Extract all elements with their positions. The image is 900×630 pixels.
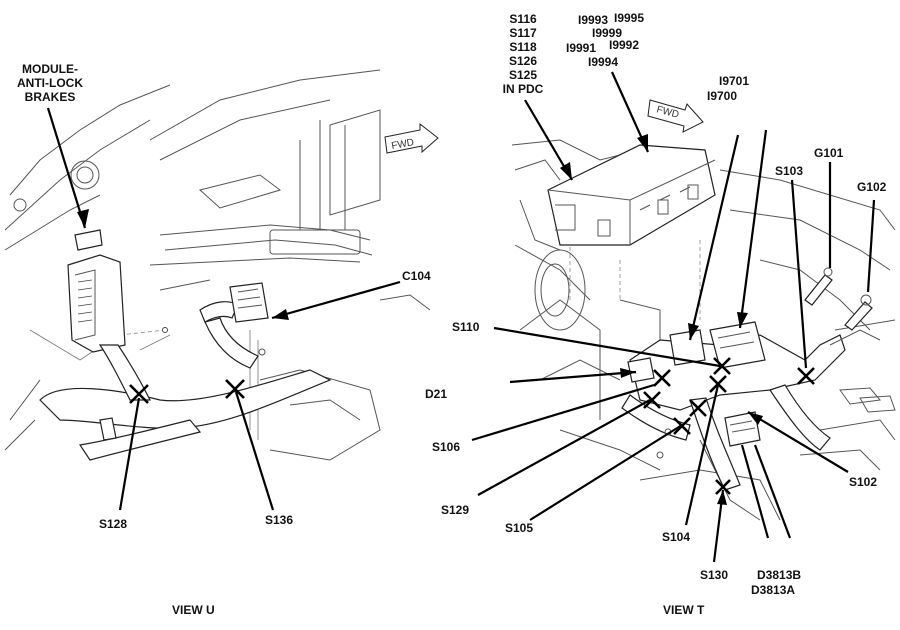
fwd-label-u: FWD bbox=[391, 137, 415, 152]
splice-marker-s103 bbox=[797, 367, 815, 385]
splice-marker-s128 bbox=[129, 384, 149, 404]
label-s126: S126 bbox=[508, 54, 538, 68]
label-s105: S105 bbox=[505, 521, 534, 535]
label-s128: S128 bbox=[99, 517, 128, 531]
splice-marker-s110 bbox=[713, 357, 731, 375]
label-i9995: I9995 bbox=[614, 11, 645, 25]
label-i9999: I9999 bbox=[592, 26, 623, 40]
label-s125: S125 bbox=[508, 68, 538, 82]
label-i9994: I9994 bbox=[588, 55, 619, 69]
label-s136: S136 bbox=[265, 513, 294, 527]
abs-module bbox=[67, 229, 126, 353]
label-i9700: I9700 bbox=[707, 89, 738, 103]
label-s117: S117 bbox=[509, 26, 537, 40]
label-s103: S103 bbox=[775, 164, 804, 178]
label-g102: G102 bbox=[857, 180, 887, 194]
label-s106: S106 bbox=[432, 440, 461, 454]
label-i9701: I9701 bbox=[719, 74, 750, 88]
splice-marker-s129 bbox=[689, 399, 707, 417]
splice-marker-s130 bbox=[715, 479, 731, 495]
label-s110: S110 bbox=[452, 320, 480, 334]
label-d3813b: D3813B bbox=[757, 568, 802, 582]
power-distribution-center bbox=[547, 144, 716, 246]
fwd-arrow-icon-u: FWD bbox=[384, 122, 439, 154]
view-t-leaders bbox=[471, 71, 876, 563]
label-d21: D21 bbox=[425, 387, 448, 401]
label-pdc-splices: S116 S117 S118 S126 S125 IN PDC bbox=[498, 12, 548, 96]
label-module-line-1: MODULE- bbox=[22, 62, 78, 76]
view-u-harness bbox=[39, 282, 332, 461]
label-s116: S116 bbox=[509, 12, 537, 26]
splice-marker-s104 bbox=[709, 375, 727, 393]
label-module-line-2: ANTI-LOCK bbox=[17, 76, 83, 90]
fwd-arrow-icon-t: FWD bbox=[647, 99, 704, 133]
label-s130: S130 bbox=[700, 568, 729, 582]
label-d3813a: D3813A bbox=[751, 583, 796, 597]
label-s104: S104 bbox=[662, 530, 691, 544]
view-u-body-outline bbox=[4, 69, 431, 461]
label-i9991: I9991 bbox=[566, 41, 597, 55]
splice-markers-view-t bbox=[643, 357, 815, 495]
splice-marker-s106 bbox=[643, 391, 661, 409]
label-module-line-3: BRAKES bbox=[24, 90, 76, 104]
label-s118: S118 bbox=[509, 40, 537, 54]
label-c104: C104 bbox=[402, 269, 431, 283]
label-module-anti-lock-brakes: MODULE- ANTI-LOCK BRAKES bbox=[12, 62, 88, 104]
splice-marker-s136 bbox=[225, 379, 245, 399]
label-i9993: I9993 bbox=[578, 13, 609, 27]
label-s102: S102 bbox=[849, 475, 878, 489]
view-u-leaders bbox=[46, 107, 401, 511]
label-in-pdc: IN PDC bbox=[502, 82, 544, 96]
splice-marker-d21 bbox=[653, 369, 671, 387]
label-i9992: I9992 bbox=[609, 38, 640, 52]
view-u-title: VIEW U bbox=[172, 603, 215, 617]
label-s129: S129 bbox=[441, 503, 470, 517]
view-t-title: VIEW T bbox=[663, 603, 705, 617]
label-g101: G101 bbox=[814, 146, 844, 160]
